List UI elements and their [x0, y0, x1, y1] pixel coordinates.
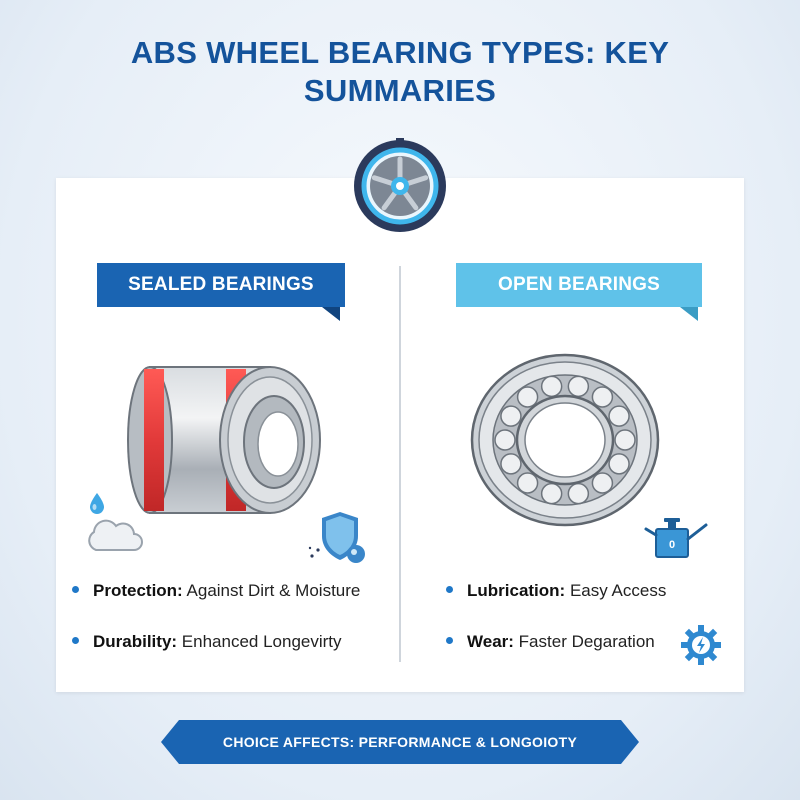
bearing-ball	[516, 386, 539, 408]
bullet-label: Protection:	[93, 581, 183, 600]
bearing-ball	[591, 386, 614, 408]
open-bearing-illustration	[470, 353, 660, 527]
bullet-label: Wear:	[467, 632, 514, 651]
bullet-lubrication: Lubrication: Easy Access	[446, 579, 666, 603]
bullet-dot	[446, 586, 453, 594]
banner-fold	[680, 307, 698, 321]
bearing-ball	[567, 482, 590, 505]
column-divider	[399, 266, 401, 662]
bearing-ball	[608, 453, 630, 475]
bearing-ball	[540, 482, 563, 505]
open-bearings-banner: OPEN BEARINGS	[456, 263, 702, 307]
bearing-ball	[500, 405, 522, 427]
oil-can-label: 0	[669, 539, 675, 551]
banner-fold	[322, 307, 340, 321]
bullet-label: Durability:	[93, 632, 178, 651]
page-title: ABS WHEEL BEARING TYPES: KEY SUMMARIES	[130, 35, 670, 108]
oil-can-icon: 0	[644, 518, 708, 558]
bearing-ball	[494, 429, 516, 451]
sealed-bearings-banner: SEALED BEARINGS	[97, 263, 345, 307]
bullet-text: Against Dirt & Moisture	[186, 581, 361, 600]
bearing-ball	[540, 375, 563, 398]
cloud-icon	[88, 519, 143, 551]
bearing-ball	[500, 453, 522, 475]
sealed-bearing-illustration	[127, 366, 321, 514]
water-drop-icon	[90, 493, 104, 514]
bullet-dot	[72, 586, 79, 594]
bullet-text: Enhanced Longevirty	[181, 632, 342, 651]
bullet-protection: Protection: Against Dirt & Moisture	[72, 579, 360, 603]
footer-text: CHOICE AFFECTS: PERFORMANCE & LONGOIOTY	[222, 734, 578, 750]
bullet-label: Lubrication:	[467, 581, 566, 600]
gear-wear-icon	[681, 625, 721, 665]
bearing-ball	[567, 375, 590, 398]
footer-banner: CHOICE AFFECTS: PERFORMANCE & LONGOIOTY	[161, 720, 639, 764]
bullet-dot	[72, 637, 79, 645]
footer-arrow-shape	[161, 720, 639, 764]
bullet-durability: Durability: Enhanced Longevirty	[72, 630, 342, 654]
bullet-text: Faster Degaration	[518, 632, 655, 651]
shield-icon	[308, 512, 365, 563]
bullet-text: Easy Access	[569, 581, 667, 600]
bullet-wear: Wear: Faster Degaration	[446, 630, 655, 654]
bearing-ball	[614, 429, 636, 451]
bullet-dot	[446, 637, 453, 645]
bearing-ball	[516, 472, 539, 494]
bearing-ball	[608, 405, 630, 427]
wheel-icon	[354, 138, 446, 232]
bearing-ball	[591, 472, 614, 494]
